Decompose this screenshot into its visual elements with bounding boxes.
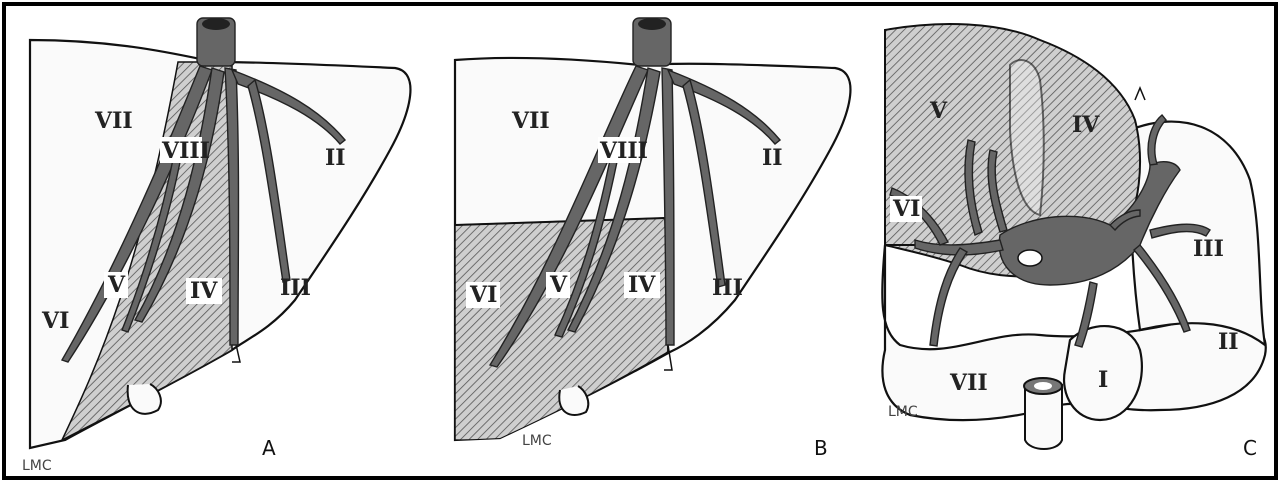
- segment-label-b-0: VII: [511, 108, 550, 134]
- segment-label-a-1: VIII: [161, 138, 210, 164]
- segment-label-a-4: V: [107, 272, 126, 298]
- segment-label-a-0: VII: [94, 108, 133, 134]
- segment-label-c-4: II: [1218, 329, 1239, 355]
- segment-label-b-6: III: [712, 275, 743, 301]
- panel-label-b: B: [814, 436, 828, 460]
- gallbladder-a: [128, 384, 161, 414]
- ligament-c: [1135, 88, 1145, 100]
- segment-label-c-3: III: [1193, 236, 1224, 262]
- segment-label-a-2: II: [325, 145, 346, 171]
- segment-label-b-4: V: [549, 272, 568, 298]
- panel-a: VII VIII II VI V IV III A LMC: [22, 18, 410, 474]
- segment-label-c-6: I: [1098, 367, 1108, 393]
- segment-label-a-6: III: [280, 275, 311, 301]
- panel-b: VII VIII II VI V IV III B LMC: [455, 18, 850, 460]
- segment-label-c-1: IV: [1072, 112, 1100, 138]
- segment-label-b-3: VI: [469, 282, 497, 308]
- panel-c: V IV VI III II VII I C LMC: [882, 24, 1266, 460]
- segment-label-c-2: VI: [892, 196, 920, 222]
- segment-label-a-5: IV: [190, 278, 218, 304]
- artist-signature-b: LMC: [522, 433, 552, 449]
- segment-label-c-0: V: [929, 98, 948, 124]
- segment-label-b-1: VIII: [599, 138, 648, 164]
- panel-label-c: C: [1243, 436, 1257, 460]
- segment-label-c-5: VII: [949, 370, 988, 396]
- artist-signature-a: LMC: [22, 458, 52, 474]
- gallbladder-b: [559, 386, 588, 415]
- panel-label-a: A: [262, 436, 276, 460]
- segment-label-b-2: II: [762, 145, 783, 171]
- segment-label-b-5: IV: [628, 272, 656, 298]
- segment-label-a-3: VI: [41, 308, 69, 334]
- artist-signature-c: LMC: [888, 404, 918, 420]
